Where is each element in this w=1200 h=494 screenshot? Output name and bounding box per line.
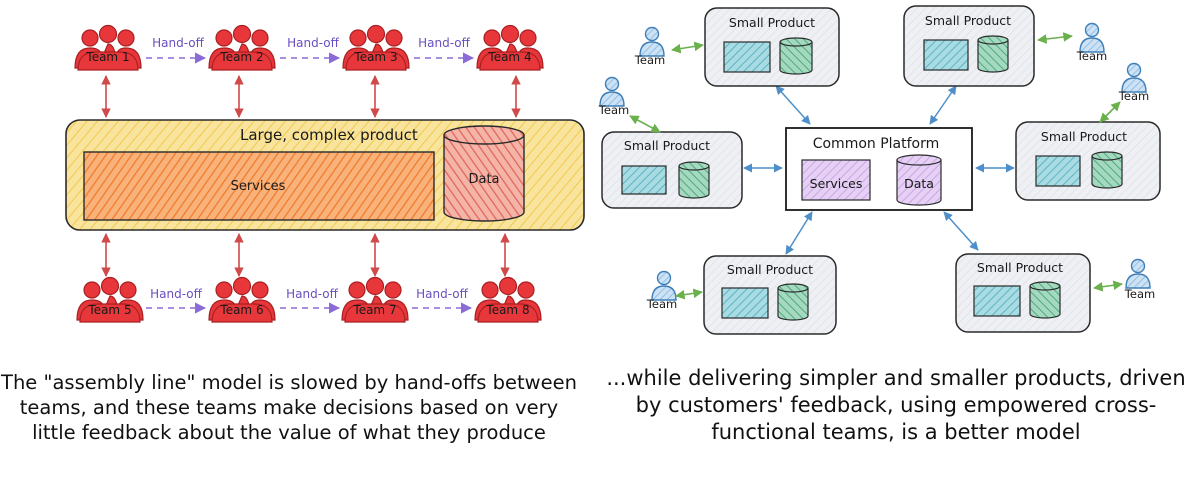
small-product-bottom-right: Small Product [955, 253, 1091, 333]
small-product-top-left: Small Product [704, 7, 840, 87]
team-person-bottom-left: Team [646, 270, 703, 311]
person-icon [1079, 22, 1105, 53]
data-label: Data [468, 172, 499, 187]
small-product-label: Small Product [624, 138, 710, 153]
small-product-right: Small Product [1015, 121, 1161, 201]
database-icon [779, 37, 813, 75]
team-4-label: Team 4 [487, 50, 531, 64]
team-person-bottom-right: Team [1093, 258, 1155, 301]
team-label: Team [598, 103, 629, 117]
team-person-right: Team [1099, 62, 1149, 123]
large-product-title: Large, complex product [240, 126, 418, 144]
small-product-top-right: Small Product [903, 5, 1035, 87]
service-block-icon [923, 39, 969, 71]
small-product-bottom-left: Small Product [703, 255, 837, 335]
handoff-label: Hand-off [418, 36, 470, 50]
person-icon [651, 270, 677, 301]
database-icon [777, 283, 809, 321]
left-diagram: Large, complex product Services Data Tea… [65, 24, 585, 323]
handoffs-top: Hand-off Hand-off Hand-off [146, 36, 475, 64]
dependency-arrows-bottom [101, 233, 510, 277]
platform-data-label: Data [904, 176, 934, 191]
small-product-label: Small Product [925, 13, 1011, 28]
team-label: Team [634, 53, 665, 67]
right-caption: ...while delivering simpler and smaller … [606, 366, 1186, 444]
database-icon [1029, 281, 1061, 319]
team-5-label: Team 5 [87, 303, 131, 317]
services-label: Services [231, 179, 286, 194]
team-label: Team [646, 297, 677, 311]
handoff-label: Hand-off [152, 36, 204, 50]
service-block-icon [721, 287, 769, 319]
team-8-label: Team 8 [485, 303, 529, 317]
person-icon [599, 76, 625, 107]
common-platform-title: Common Platform [813, 136, 940, 152]
small-product-label: Small Product [977, 260, 1063, 275]
team-2-label: Team 2 [219, 50, 263, 64]
small-product-label: Small Product [729, 15, 815, 30]
left-caption: The "assembly line" model is slowed by h… [1, 371, 577, 444]
team-1-label: Team 1 [85, 50, 129, 64]
team-3-label: Team 3 [353, 50, 397, 64]
small-product-label: Small Product [1041, 129, 1127, 144]
person-icon [639, 26, 665, 57]
service-block-icon [621, 165, 667, 195]
team-6-label: Team 6 [219, 303, 263, 317]
database-icon [977, 35, 1009, 73]
data-cylinder-icon [443, 125, 525, 222]
handoff-label: Hand-off [287, 36, 339, 50]
database-icon [1091, 151, 1123, 189]
platform-services-block [801, 159, 871, 201]
team-label: Team [1076, 49, 1107, 63]
team-person-top-right: Team [1037, 22, 1107, 63]
handoffs-bottom: Hand-off Hand-off Hand-off [146, 287, 473, 314]
small-product-left: Small Product [601, 131, 743, 209]
service-block-icon [723, 41, 771, 73]
team-person-top-left: Team [634, 26, 704, 67]
service-block-icon [973, 285, 1021, 317]
team-person-left: Team [598, 76, 661, 133]
diagram-canvas: Large, complex product Services Data Tea… [65, 5, 1161, 335]
person-icon [1125, 258, 1151, 289]
team-label: Team [1118, 89, 1149, 103]
platform-services-label: Services [810, 176, 863, 191]
team-7-label: Team 7 [352, 303, 396, 317]
service-block-icon [1035, 155, 1081, 187]
team-label: Team [1124, 287, 1155, 301]
platform-connectors [743, 85, 1015, 255]
dependency-arrows-top [101, 75, 521, 118]
database-icon [678, 161, 710, 199]
right-diagram: Common Platform Services Data Small Prod… [598, 5, 1161, 335]
services-block [83, 151, 435, 221]
handoff-label: Hand-off [286, 287, 338, 301]
handoff-label: Hand-off [416, 287, 468, 301]
handoff-label: Hand-off [150, 287, 202, 301]
person-icon [1121, 62, 1147, 93]
platform-data-cylinder-icon [896, 154, 942, 206]
small-product-label: Small Product [727, 262, 813, 277]
